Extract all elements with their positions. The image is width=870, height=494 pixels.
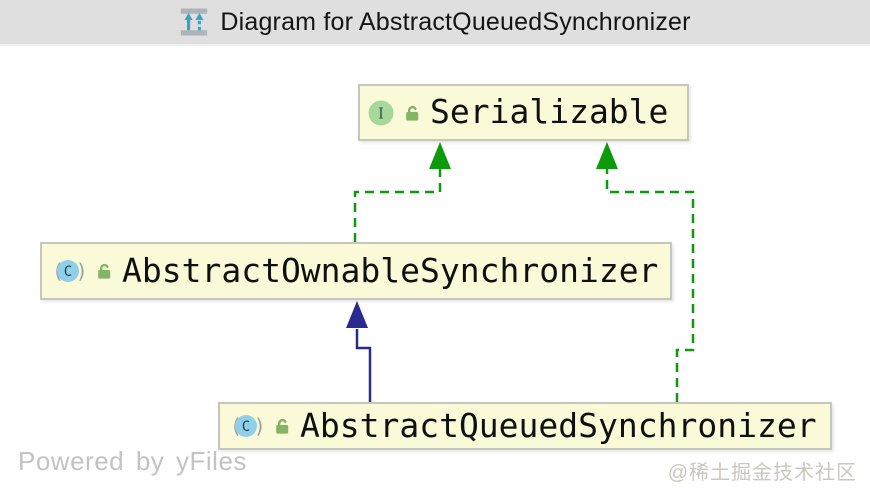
abstract-paren-close: ) bbox=[256, 414, 264, 438]
abstract-class-icon: ( C ) bbox=[50, 258, 86, 284]
arrowhead-extends bbox=[346, 301, 368, 328]
window-title: Diagram for AbstractQueuedSynchronizer bbox=[220, 7, 691, 36]
node-abstract-queued-synchronizer[interactable]: ( C ) AbstractQueuedSynchronizer bbox=[218, 402, 832, 450]
arrowhead-implements bbox=[596, 142, 618, 169]
public-lock-icon bbox=[402, 103, 422, 123]
public-lock-icon bbox=[94, 261, 114, 281]
window-titlebar[interactable]: Diagram for AbstractQueuedSynchronizer bbox=[0, 0, 870, 46]
abstract-class-icon: ( C ) bbox=[228, 413, 264, 439]
node-label: AbstractOwnableSynchronizer bbox=[122, 250, 659, 290]
community-watermark: @稀土掘金技术社区 bbox=[667, 462, 857, 484]
class-hierarchy-diagram-icon bbox=[179, 7, 209, 37]
node-label: Serializable bbox=[430, 92, 669, 131]
interface-icon: I bbox=[368, 100, 394, 126]
edge-extends-AbstractQueuedSynchronizer[interactable] bbox=[355, 329, 372, 402]
public-lock-icon bbox=[272, 416, 292, 436]
class-badge-letter: C bbox=[242, 419, 250, 435]
node-serializable[interactable]: I Serializable bbox=[358, 84, 689, 141]
abstract-paren-close: ) bbox=[78, 259, 86, 283]
arrowhead-implements bbox=[429, 142, 451, 169]
edge-implements-AbstractOwnableSynchronizer[interactable] bbox=[353, 167, 442, 242]
edge-implements-AbstractQueuedSynchronizer[interactable] bbox=[605, 167, 695, 402]
yfiles-watermark: Powered by yFiles bbox=[18, 446, 247, 476]
node-label: AbstractQueuedSynchronizer bbox=[300, 405, 817, 445]
node-abstract-ownable-synchronizer[interactable]: ( C ) AbstractOwnableSynchronizer bbox=[40, 242, 672, 300]
class-badge-letter: C bbox=[64, 264, 72, 280]
interface-badge-letter: I bbox=[378, 106, 384, 122]
diagram-canvas[interactable]: I Serializable ( C ) bbox=[0, 46, 870, 494]
